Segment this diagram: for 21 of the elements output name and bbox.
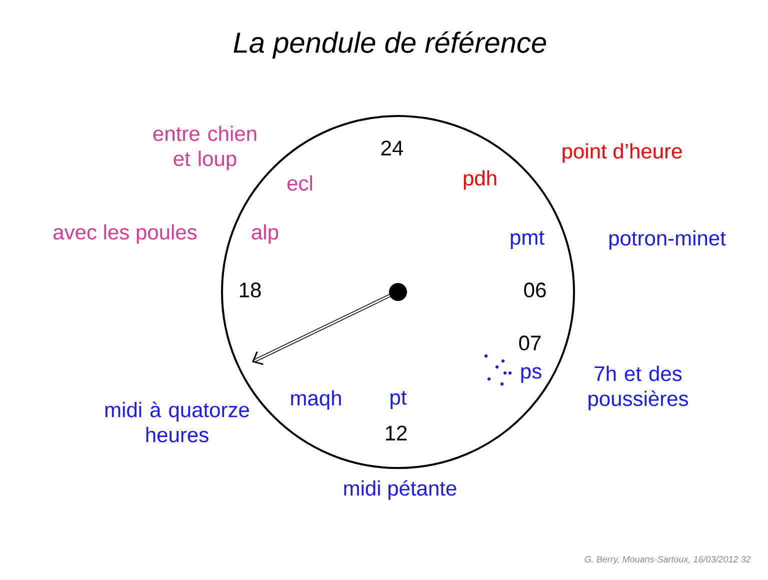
clock-label: 7h et des poussières <box>588 366 688 410</box>
hour-number: 24 <box>381 140 404 156</box>
hour-number: 18 <box>240 282 261 298</box>
footer-note: G. Berry, Mouans-Sartoux, 16/03/2012 32 <box>584 556 751 564</box>
clock-label: point d’heure <box>562 143 682 163</box>
abbreviation: pdh <box>464 170 496 190</box>
clock-label: entre chien et loup <box>153 126 256 170</box>
clock-label: potron-minet <box>609 230 726 250</box>
abbreviation: maqh <box>291 390 341 410</box>
clock-label: avec les poules <box>54 224 197 244</box>
title: La pendule de référence <box>234 31 546 59</box>
hour-number: 12 <box>386 426 407 440</box>
abbreviation: ecl <box>287 175 312 191</box>
clock-label: midi pétante <box>344 480 456 500</box>
abbreviation: pmt <box>510 231 544 249</box>
hour-number: 06 <box>524 282 546 298</box>
abbreviation: pt <box>390 391 407 409</box>
clock-label: midi à quatorze heures <box>105 402 249 442</box>
abbreviation: ps <box>521 367 542 383</box>
abbreviation: alp <box>252 224 278 244</box>
hour-number: 07 <box>519 336 541 350</box>
